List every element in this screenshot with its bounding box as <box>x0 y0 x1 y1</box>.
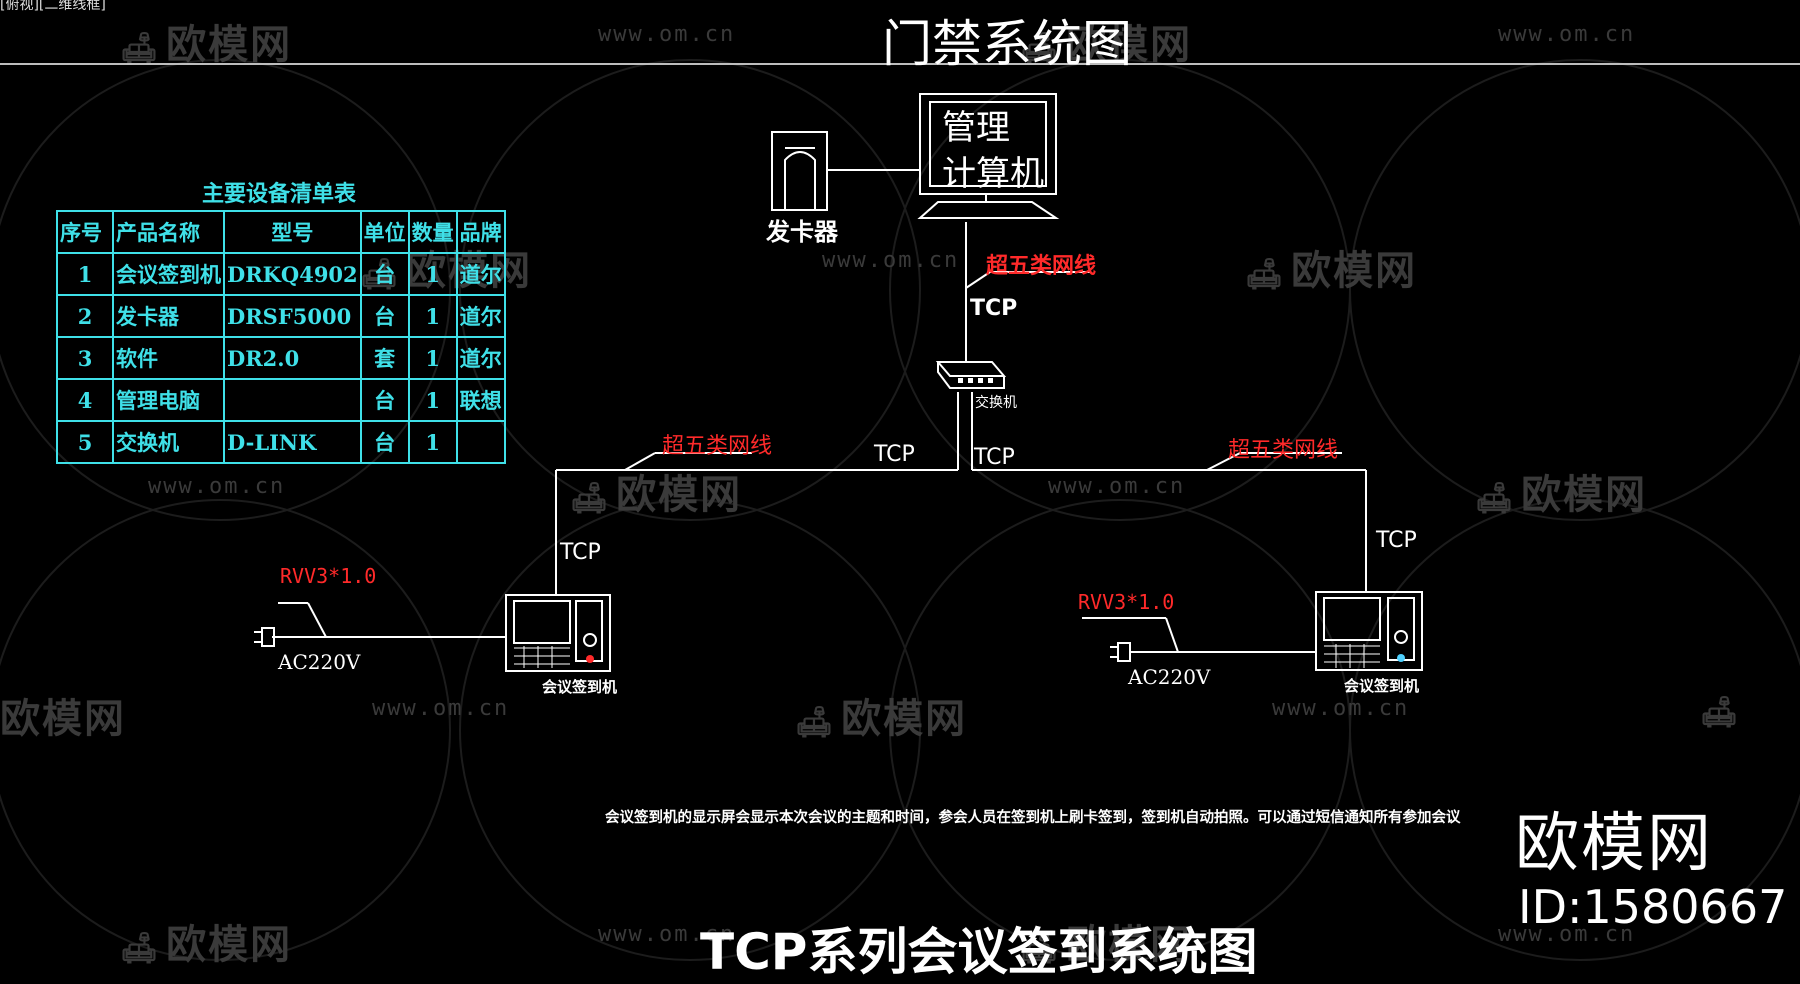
computer-label: 管理 <box>942 108 1010 148</box>
watermark-logo: 🛋欧模网 <box>120 922 293 968</box>
equipment-table-title: 主要设备清单表 <box>202 182 357 207</box>
watermark-logo: 🛋欧模网 <box>795 696 968 742</box>
table-cell: 管理电脑 <box>112 378 225 422</box>
table-cell: 5 <box>56 420 114 464</box>
cat5e-label-top: 超五类网线 <box>986 254 1097 279</box>
card-issuer-label: 发卡器 <box>766 218 838 246</box>
watermark-logo: 🛋 <box>1700 695 1741 730</box>
tcp-label-top: TCP <box>970 296 1018 321</box>
watermark-url: www.om.cn <box>1498 922 1636 947</box>
table-cell: 1 <box>407 420 458 464</box>
watermark-url: www.om.cn <box>1272 696 1410 721</box>
table-cell: DR2.0 <box>223 336 362 380</box>
table-cell: 2 <box>56 294 114 338</box>
table-header-cell: 品牌 <box>455 210 506 254</box>
table-row: 3 软件 DR2.0 套 1 道尔 <box>56 336 506 380</box>
table-cell: 联想 <box>455 378 506 422</box>
table-cell: 道尔 <box>455 294 506 338</box>
table-row: 4 管理电脑 台 1 联想 <box>56 378 506 422</box>
power-label-left: AC220V <box>278 650 361 674</box>
table-row: 2 发卡器 DRSF5000 台 1 道尔 <box>56 294 506 338</box>
watermark-url: www.om.cn <box>1048 474 1186 499</box>
table-row: 1 会议签到机 DRKQ4902 台 1 道尔 <box>56 252 506 296</box>
table-cell: 道尔 <box>455 336 506 380</box>
tcp-label-switch-left: TCP <box>874 442 915 467</box>
terminal-right-device <box>1315 591 1423 671</box>
table-header-cell: 型号 <box>223 210 362 254</box>
table-cell: 1 <box>56 252 114 296</box>
switch-device <box>935 361 1007 389</box>
watermark-logo: 欧模网 <box>0 696 126 742</box>
brand-logo-text: 欧模网 <box>1515 807 1713 881</box>
table-header-cell: 单位 <box>359 210 410 254</box>
computer-device <box>917 93 1060 219</box>
cat5e-label-left: 超五类网线 <box>662 434 773 459</box>
table-cell: 1 <box>407 378 458 422</box>
power-cable-label-left: RVV3*1.0 <box>280 564 377 588</box>
table-cell: 会议签到机 <box>112 252 225 296</box>
table-cell: 发卡器 <box>112 294 225 338</box>
table-header-cell: 产品名称 <box>112 210 225 254</box>
table-cell: 台 <box>359 420 410 464</box>
watermark-url: www.om.cn <box>598 22 736 47</box>
equipment-table: 序号 产品名称 型号 单位 数量 品牌 1 会议签到机 DRKQ4902 台 1… <box>56 210 506 464</box>
table-cell: 交换机 <box>112 420 225 464</box>
table-cell: 1 <box>407 336 458 380</box>
table-header-row: 序号 产品名称 型号 单位 数量 品牌 <box>56 210 506 254</box>
brand-id: ID:1580667 <box>1518 880 1788 934</box>
table-cell: DRKQ4902 <box>223 252 362 296</box>
watermark-logo: 🛋欧模网 <box>120 22 293 68</box>
power-label-right: AC220V <box>1128 665 1211 689</box>
plug-right-icon <box>1110 642 1131 662</box>
watermark-url: www.om.cn <box>598 922 736 947</box>
tcp-label-left-drop: TCP <box>560 540 601 565</box>
table-cell <box>223 378 362 422</box>
table-cell: 1 <box>407 294 458 338</box>
watermark-logo: 🛋欧模网 <box>1020 922 1193 968</box>
table-cell <box>455 420 506 464</box>
table-cell: 4 <box>56 378 114 422</box>
watermark-logo: 🛋欧模网 <box>570 472 743 518</box>
table-cell: 台 <box>359 294 410 338</box>
table-cell: 道尔 <box>455 252 506 296</box>
table-row: 5 交换机 D-LINK 台 1 <box>56 420 506 464</box>
table-header-cell: 数量 <box>407 210 458 254</box>
card-issuer-device <box>771 131 828 211</box>
power-cable-label-right: RVV3*1.0 <box>1078 590 1175 614</box>
watermark-url: www.om.cn <box>148 474 286 499</box>
table-cell: 1 <box>407 252 458 296</box>
table-cell: D-LINK <box>223 420 362 464</box>
table-header-cell: 序号 <box>56 210 114 254</box>
table-cell: 套 <box>359 336 410 380</box>
cat5e-label-right: 超五类网线 <box>1228 438 1339 463</box>
watermark-url: www.om.cn <box>1498 22 1636 47</box>
plug-left-icon <box>254 627 275 647</box>
table-cell: 台 <box>359 252 410 296</box>
terminal-left-device <box>505 594 611 672</box>
terminal-right-label: 会议签到机 <box>1344 677 1420 695</box>
diagram-title-bottom: TCP系列会议签到系统图 <box>700 923 1258 981</box>
watermark-logo: 🛋欧模网 <box>1020 22 1193 68</box>
table-cell: 软件 <box>112 336 225 380</box>
table-cell: 台 <box>359 378 410 422</box>
view-label[interactable]: [俯视][二维线框] <box>0 0 106 13</box>
tcp-label-right-drop: TCP <box>1376 528 1417 553</box>
watermark-url: www.om.cn <box>822 248 960 273</box>
watermark-url: www.om.cn <box>372 696 510 721</box>
diagram-title-top: 门禁系统图 <box>882 15 1132 73</box>
table-cell: DRSF5000 <box>223 294 362 338</box>
terminal-left-label: 会议签到机 <box>542 678 618 696</box>
table-cell: 3 <box>56 336 114 380</box>
switch-label: 交换机 <box>975 395 1017 411</box>
watermark-logo: 🛋欧模网 <box>1245 248 1418 294</box>
computer-label: 计算机 <box>942 154 1044 194</box>
watermark-logo: 🛋欧模网 <box>1475 472 1648 518</box>
system-note: 会议签到机的显示屏会显示本次会议的主题和时间，参会人员在签到机上刷卡签到，签到机… <box>605 810 1461 826</box>
tcp-label-switch-right: TCP <box>974 445 1015 470</box>
